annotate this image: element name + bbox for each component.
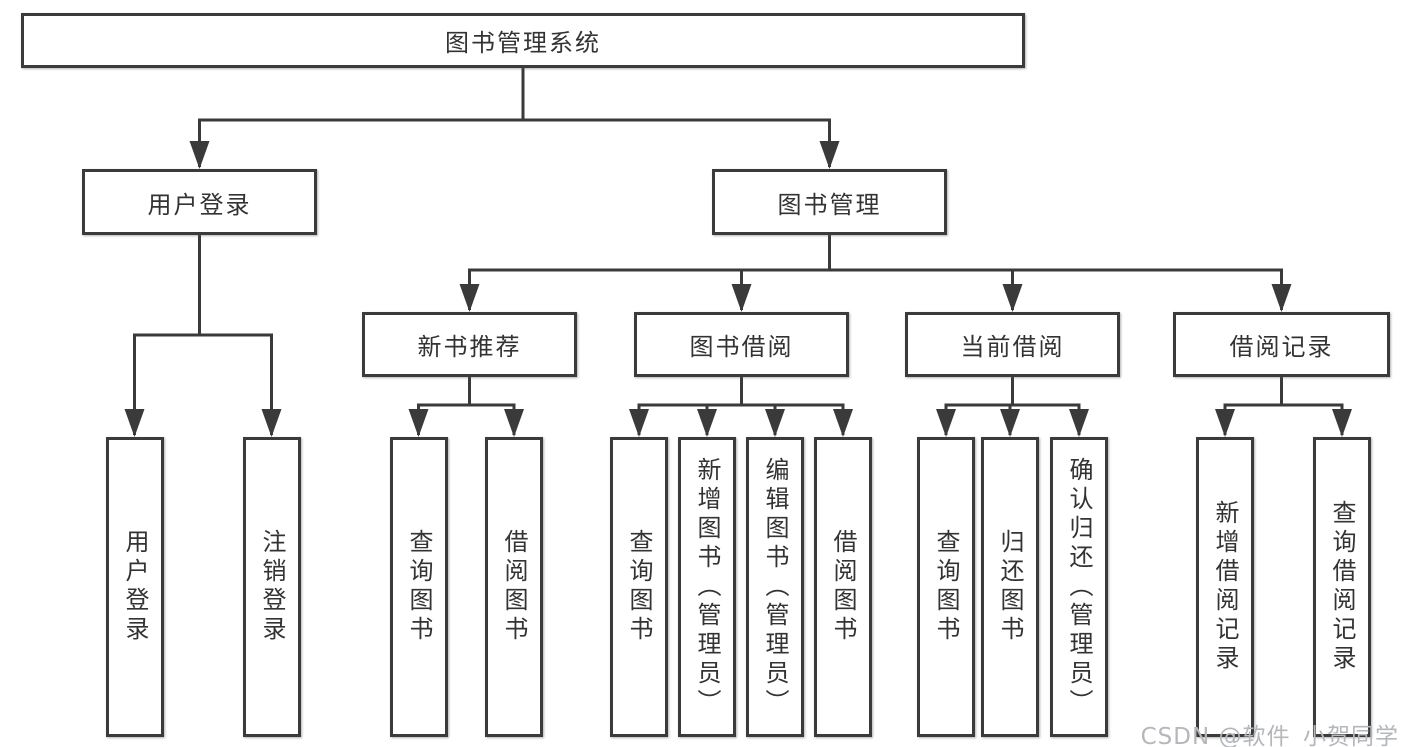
leaf-query-books-recommend: 查询图书 [390,437,448,737]
leaf-label: 查询图书 [405,529,433,645]
fork-book-borrowing [637,377,845,435]
leaf-label: 确认归还（管理员） [1065,456,1093,718]
node-user-login: 用户登录 [82,169,317,235]
arrow-to-leaf-3 [504,409,524,437]
leaf-return-books: 归还图书 [981,437,1039,737]
arrow-to-leaf-12 [1332,409,1352,437]
leaf-label: 注销登录 [258,529,286,645]
leaf-query-books-borrowing: 查询图书 [610,437,668,737]
watermark: CSDN @软件_小贺同学 [1140,724,1399,747]
arrow-to-leaf-11 [1215,409,1235,437]
arrow-to-leaf-7 [833,409,853,437]
arrow-to-user-login [189,141,210,169]
leaf-label: 新增图书（管理员） [693,456,721,718]
leaf-query-books-current: 查询图书 [917,437,975,737]
leaf-label: 归还图书 [996,529,1024,645]
leaf-label: 查询图书 [932,529,960,645]
node-label: 图书管理系统 [445,29,601,57]
fork-borrowing-records [1223,377,1344,435]
arrow-to-book-management [819,141,840,169]
arrow-to-leaf-6 [765,409,785,437]
leaf-add-book-admin: 新增图书（管理员） [678,437,736,737]
leaf-query-borrow-record: 查询借阅记录 [1313,437,1371,737]
arrow-to-book-borrowing [731,284,752,312]
arrow-to-new-book-recommendation [459,284,480,312]
node-library-management-system: 图书管理系统 [21,13,1025,68]
node-book-management: 图书管理 [712,169,947,235]
fork-root [198,68,831,167]
leaf-label: 借阅图书 [829,529,857,645]
arrow-to-current-borrowing [1002,284,1023,312]
leaf-label: 用户登录 [121,529,149,645]
leaf-borrow-books-recommend: 借阅图书 [485,437,543,737]
node-label: 新书推荐 [417,333,522,361]
node-book-borrowing: 图书借阅 [634,312,849,377]
connector-lines [133,68,1344,435]
arrow-to-leaf-9 [1000,409,1020,437]
node-label: 借阅记录 [1229,333,1334,361]
arrowheads [124,141,1352,437]
fork-user-login [133,235,273,435]
leaf-add-borrow-record: 新增借阅记录 [1196,437,1254,737]
fork-new-book-recommendation [417,377,516,435]
leaf-label: 新增借阅记录 [1211,500,1239,674]
leaf-label: 借阅图书 [500,529,528,645]
arrow-to-leaf-4 [629,409,649,437]
node-label: 当前借阅 [960,333,1065,361]
leaf-label: 查询图书 [625,529,653,645]
arrow-to-leaf-8 [936,409,956,437]
arrow-to-leaf-2 [408,409,429,437]
node-label: 图书管理 [777,190,882,219]
fork-book-management [468,233,1283,310]
arrow-to-leaf-1 [261,409,282,437]
arrow-to-leaf-5 [697,409,717,437]
node-label: 图书借阅 [689,333,794,361]
node-new-book-recommendation: 新书推荐 [362,312,577,377]
leaf-label: 查询借阅记录 [1328,500,1356,674]
leaf-user-login: 用户登录 [106,437,164,737]
node-current-borrowing: 当前借阅 [905,312,1120,377]
leaf-label: 编辑图书（管理员） [761,456,789,718]
leaf-edit-book-admin: 编辑图书（管理员） [746,437,804,737]
leaf-borrow-books-borrowing: 借阅图书 [814,437,872,737]
arrow-to-borrowing-records [1271,284,1292,312]
leaf-confirm-return-admin: 确认归还（管理员） [1050,437,1108,737]
arrow-to-leaf-0 [124,409,145,437]
node-label: 用户登录 [147,190,252,219]
leaf-logout: 注销登录 [243,437,301,737]
arrow-to-leaf-10 [1069,409,1089,437]
node-borrowing-records: 借阅记录 [1173,312,1390,377]
